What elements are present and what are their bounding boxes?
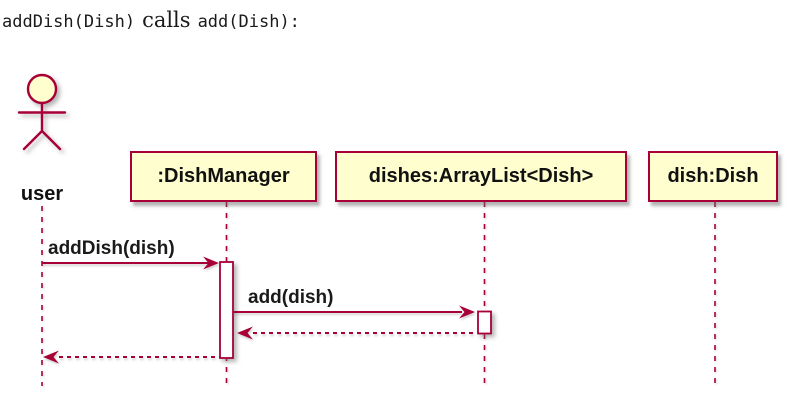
participant-dish: dish:Dish: [648, 151, 778, 202]
return-arrow-user-head: [43, 350, 59, 364]
return-arrow-arraylist-head: [237, 326, 253, 340]
message-label-adddish: addDish(dish): [48, 238, 175, 259]
activation-arraylist: [477, 310, 492, 335]
actor-head: [26, 73, 58, 105]
actor-label: user: [20, 183, 64, 205]
participant-dishmanager: :DishManager: [130, 151, 317, 202]
participant-dishmanager-label: :DishManager: [157, 165, 290, 187]
participant-dishes-arraylist: dishes:ArrayList<Dish>: [335, 151, 627, 202]
caption-code-adddish: addDish(Dish): [2, 12, 136, 32]
participant-dish-label: dish:Dish: [667, 165, 759, 187]
arrow-adddish-head: [203, 256, 219, 270]
caption: addDish(Dish) calls add(Dish):: [2, 8, 300, 32]
activation-dishmanager: [219, 261, 234, 359]
message-arrows: [42, 256, 475, 364]
caption-code-add: add(Dish):: [197, 12, 300, 32]
participant-dishes-arraylist-label: dishes:ArrayList<Dish>: [368, 165, 594, 187]
activations: [219, 261, 492, 359]
caption-word-calls: calls: [142, 8, 191, 32]
actor-icon: [17, 73, 67, 151]
arrow-add-head: [459, 305, 475, 319]
actor-body: [17, 101, 67, 151]
lifelines: [41, 202, 716, 386]
message-label-add: add(dish): [248, 287, 334, 308]
